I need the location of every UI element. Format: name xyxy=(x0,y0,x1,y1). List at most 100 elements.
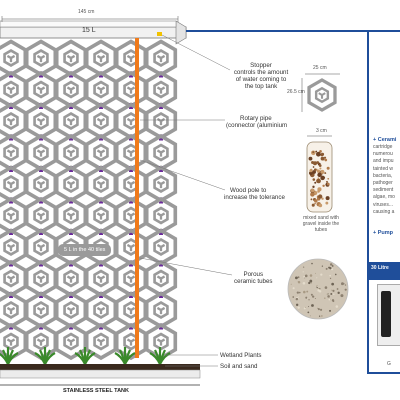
ceramic-speckle xyxy=(297,276,300,279)
ceramic-speckle xyxy=(331,265,334,267)
ceramic-speckle xyxy=(303,275,306,278)
stopper-line-2: controls the amount xyxy=(233,69,289,77)
ceramic-speckle xyxy=(297,306,300,309)
wall-tile xyxy=(114,133,148,172)
wetland-label: Wetland Plants xyxy=(220,352,262,359)
rotary-label: Rotary pipe (connector (aluminium xyxy=(226,115,287,129)
wall-tile xyxy=(114,70,148,109)
ceramic-speckle xyxy=(334,273,337,276)
wall-tile xyxy=(84,196,118,235)
wall-tile xyxy=(0,70,28,109)
gravel-grain xyxy=(313,161,318,166)
ceramic-speckle xyxy=(302,266,305,268)
gravel-grain xyxy=(320,156,325,161)
wall-tile xyxy=(84,165,118,203)
wall-tile xyxy=(114,165,148,203)
stopper-line-4: the top tank xyxy=(244,83,278,91)
leader-porous xyxy=(139,257,233,276)
soil-layer xyxy=(0,364,200,370)
plant-leaf xyxy=(124,352,136,365)
gravel-grain xyxy=(312,170,316,174)
wall-tile xyxy=(144,259,178,298)
tile-height-label: 26.5 cm xyxy=(287,89,305,95)
gravel-grain xyxy=(314,199,318,203)
ceramic-speckle xyxy=(317,307,319,309)
wall-tile xyxy=(24,39,58,77)
tube-caption: mixed sand with gravel inside the tubes xyxy=(296,215,346,233)
panel-bar: 30 Litre xyxy=(369,262,400,280)
panel-line: and impu xyxy=(373,158,394,165)
wall-tile xyxy=(0,102,28,140)
gravel-grain xyxy=(326,182,330,186)
panel-line: cartridge xyxy=(373,144,393,150)
gravel-grain xyxy=(312,178,316,181)
ceramic-speckle xyxy=(325,267,328,270)
rotary-line-2: (connector (aluminium xyxy=(226,122,288,130)
porous-label: Porous ceramic tubes xyxy=(234,271,273,285)
ceramic-speckle xyxy=(316,286,318,288)
ceramic-speckle xyxy=(331,289,333,291)
tile-detail-hex xyxy=(307,78,337,112)
ceramic-speckle xyxy=(309,274,313,277)
gravel-grain xyxy=(323,156,327,159)
wall-tile xyxy=(144,291,178,329)
ceramic-speckle xyxy=(321,265,324,267)
ceramic-speckle xyxy=(336,288,339,290)
ceramic-speckle xyxy=(326,293,328,295)
wall-tile xyxy=(54,102,88,140)
gravel-grain xyxy=(326,180,328,183)
ceramic-speckle xyxy=(296,291,299,294)
gravel-grain xyxy=(316,169,321,173)
panel-title: + Cerami xyxy=(373,137,397,143)
gravel-grain xyxy=(317,172,322,178)
plant-leaf xyxy=(159,352,171,365)
wall-tile xyxy=(54,133,88,172)
ceramic-speckle xyxy=(340,294,344,298)
ceramic-speckle xyxy=(309,279,313,283)
leader-wood xyxy=(139,159,226,191)
ceramic-speckle xyxy=(321,315,323,317)
gravel-grain xyxy=(325,196,330,201)
rotary-pipe xyxy=(135,38,139,358)
ceramic-speckle xyxy=(311,282,313,284)
ceramic-speckle xyxy=(316,285,318,287)
ceramic-speckle xyxy=(292,287,295,290)
ceramic-speckle xyxy=(316,277,318,279)
bottom-tank-label: STAINLESS STEEL TANK xyxy=(63,388,130,394)
gravel-grain xyxy=(308,156,313,161)
ceramic-speckle xyxy=(327,295,330,298)
ceramic-speckle xyxy=(304,274,308,278)
wall-tile xyxy=(24,196,58,235)
wall-tile xyxy=(54,165,88,203)
top-tank-side xyxy=(175,20,187,45)
wall-tile xyxy=(84,322,118,361)
wall-tile xyxy=(114,228,148,266)
ceramic-speckle xyxy=(344,284,347,286)
wall-tile xyxy=(54,291,88,329)
panel-footer: G xyxy=(387,361,391,367)
wall-tile xyxy=(24,70,58,109)
ceramic-speckle xyxy=(311,262,313,265)
plant-leaf xyxy=(84,352,96,365)
ceramic-speckle xyxy=(303,307,306,310)
rotary-line-1: Rotary pipe xyxy=(240,115,272,122)
dimension-label: 145 cm xyxy=(78,9,95,15)
panel-line: algae, mo xyxy=(373,194,395,201)
ceramic-speckle xyxy=(327,293,329,295)
ceramic-speckle xyxy=(302,271,304,273)
wall-tile xyxy=(84,291,118,329)
wall-tile xyxy=(24,165,58,203)
ceramic-speckle xyxy=(331,282,335,286)
wall-tile xyxy=(24,228,58,266)
panel-line: causing a xyxy=(373,208,395,215)
gravel-grain xyxy=(322,184,325,188)
ceramic-speckle xyxy=(290,283,292,285)
gravel-grain xyxy=(320,169,325,174)
wall-tile xyxy=(144,102,178,140)
wall-tile xyxy=(0,228,28,266)
ceramic-speckle xyxy=(311,304,314,307)
panel-line: viruses... xyxy=(373,201,394,208)
ceramic-speckle xyxy=(292,296,295,298)
tile-detail xyxy=(307,78,337,112)
